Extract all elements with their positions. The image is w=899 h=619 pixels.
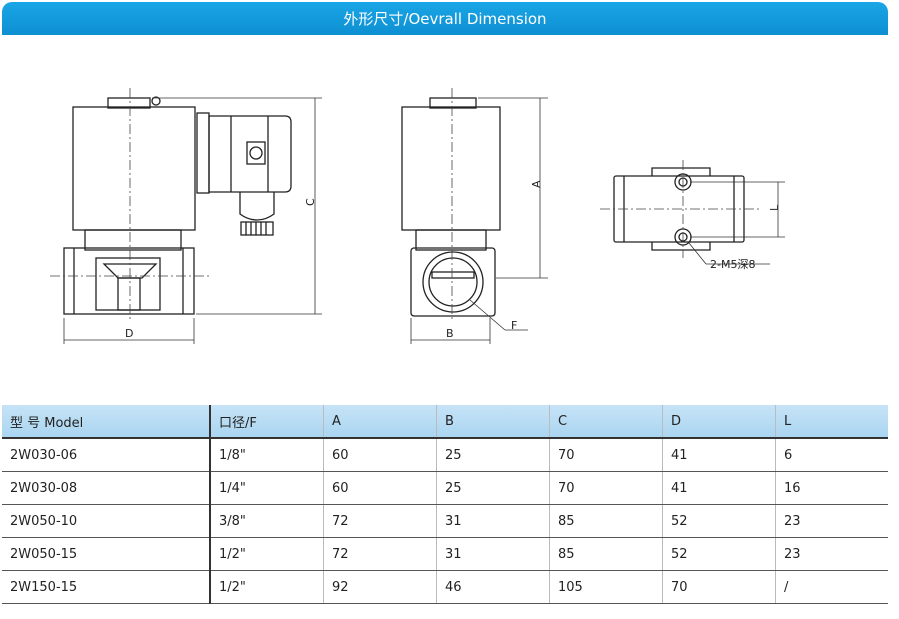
cable-gland [240,221,274,236]
cell-l: / [775,570,888,604]
cell-c: 105 [549,570,663,604]
section-title-banner: 外形尺寸/Oevrall Dimension [2,2,888,35]
cell-l: 23 [775,537,888,571]
cell-a: 72 [323,537,437,571]
cell-port: 3/8" [209,504,324,538]
col-header-c: C [549,405,663,439]
cell-d: 52 [662,504,776,538]
bottom-view-dims [688,181,785,265]
port-outer [422,251,484,313]
cell-b: 31 [436,537,550,571]
cell-port: 1/2" [209,537,324,571]
cell-model: 2W050-15 [2,537,210,571]
cell-d: 41 [662,438,776,472]
cell-c: 70 [549,471,663,505]
cell-d: 41 [662,471,776,505]
cell-b: 31 [436,504,550,538]
cell-c: 85 [549,537,663,571]
cell-a: 60 [323,471,437,505]
cell-d: 52 [662,537,776,571]
valve-drawings-svg: C D A B F [50,88,785,344]
port-inner [428,257,478,307]
cell-a: 72 [323,504,437,538]
cell-model: 2W030-06 [2,438,210,472]
cell-b: 25 [436,471,550,505]
col-header-d: D [662,405,776,439]
coil-body [72,106,196,231]
dimension-table: 型 号 Model 口径/F A B C D L 2W030-06 1/8" 6… [2,405,888,604]
cell-d: 70 [662,570,776,604]
col-header-b: B [436,405,550,439]
coil-screw [151,96,161,106]
cell-a: 92 [323,570,437,604]
dim-l-label: L [768,204,781,211]
side-coil-body [401,106,501,231]
cell-c: 85 [549,504,663,538]
connector-box [208,115,292,193]
dim-a-label: A [530,180,543,188]
front-view-dims [63,97,322,344]
dimension-drawing: C D A B F [0,40,899,360]
cell-l: 6 [775,438,888,472]
table-row: 2W030-08 1/4" 60 25 70 41 16 [2,471,888,505]
col-header-model: 型 号 Model [2,405,210,439]
dim-b-label: B [446,327,454,340]
col-header-a: A [323,405,437,439]
cell-c: 70 [549,438,663,472]
table-row: 2W030-06 1/8" 60 25 70 41 6 [2,438,888,472]
valve-body [63,247,195,315]
coil-cap [107,97,151,109]
cell-b: 46 [436,570,550,604]
cell-port: 1/4" [209,471,324,505]
front-view [63,96,292,315]
side-cap [429,97,477,109]
cell-port: 1/2" [209,570,324,604]
cell-l: 16 [775,471,888,505]
col-header-l: L [775,405,888,439]
cell-b: 25 [436,438,550,472]
side-body [410,247,496,317]
cell-a: 60 [323,438,437,472]
tube [84,229,182,251]
col-header-port: 口径/F [209,405,324,439]
table-row: 2W150-15 1/2" 92 46 105 70 / [2,570,888,604]
dim-f-label: F [511,319,517,332]
thread-note: 2-M5深8 [710,258,755,271]
table-header-row: 型 号 Model 口径/F A B C D L [2,405,888,439]
table-row: 2W050-10 3/8" 72 31 85 52 23 [2,504,888,538]
cell-model: 2W030-08 [2,471,210,505]
table-row: 2W050-15 1/2" 72 31 85 52 23 [2,537,888,571]
side-view [401,97,501,317]
side-view-dims [410,97,548,344]
cell-model: 2W050-10 [2,504,210,538]
cell-port: 1/8" [209,438,324,472]
cell-l: 23 [775,504,888,538]
section-title: 外形尺寸/Oevrall Dimension [343,10,547,28]
front-view-centerlines [50,88,210,320]
dim-d-label: D [125,327,133,340]
cell-model: 2W150-15 [2,570,210,604]
dim-c-label: C [304,198,317,206]
